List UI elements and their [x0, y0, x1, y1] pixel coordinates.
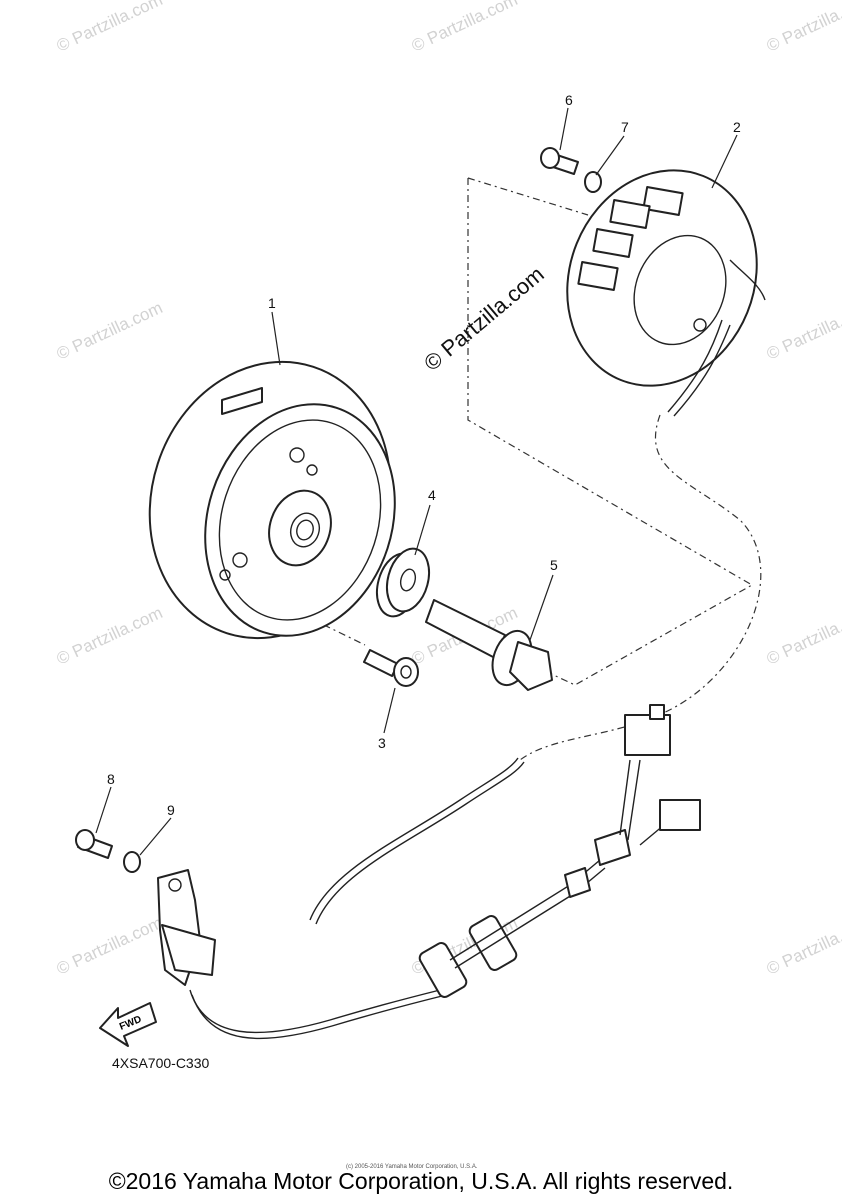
- watermark: © Partzilla.com: [764, 913, 842, 979]
- watermark: © Partzilla.com: [54, 0, 166, 56]
- callout-9: 9: [167, 802, 175, 818]
- connector-lower: [659, 799, 701, 831]
- pickup-screw: [75, 829, 113, 859]
- callout-8: 8: [107, 771, 115, 787]
- connector-upper: [624, 714, 671, 756]
- stator-assembly: [566, 169, 766, 417]
- fine-print: (c) 2005-2016 Yamaha Motor Corporation, …: [346, 1164, 478, 1170]
- assembly-outline-top: [467, 177, 589, 216]
- pickup-coil-harness: [157, 704, 701, 1040]
- bolt-small: [363, 649, 419, 687]
- flywheel-rotor: [148, 360, 396, 640]
- callout-5: 5: [550, 557, 558, 573]
- flange-bolt: [425, 599, 553, 691]
- forward-arrow-icon: FWD: [99, 1002, 157, 1047]
- callout-2: 2: [733, 119, 741, 135]
- wire-route: [519, 414, 762, 761]
- stator-screw: [540, 147, 579, 175]
- copyright-notice: ©2016 Yamaha Motor Corporation, U.S.A. A…: [108, 1168, 734, 1194]
- leader-lines: [95, 107, 738, 856]
- watermark: © Partzilla.com: [409, 0, 521, 56]
- callout-1: 1: [268, 295, 276, 311]
- washer-large: [375, 547, 431, 618]
- watermark: © Partzilla.com: [54, 298, 166, 364]
- callout-6: 6: [565, 92, 573, 108]
- watermark: © Partzilla.com: [764, 0, 842, 56]
- callout-4: 4: [428, 487, 436, 503]
- stator-washer: [584, 171, 602, 193]
- watermark: © Partzilla.com: [764, 603, 842, 669]
- watermark: © Partzilla.com: [764, 298, 842, 364]
- watermark-main: © Partzilla.com: [419, 261, 549, 375]
- callout-3: 3: [378, 735, 386, 751]
- watermark: © Partzilla.com: [54, 603, 166, 669]
- watermark: © Partzilla.com: [54, 913, 166, 979]
- callout-7: 7: [621, 119, 629, 135]
- pickup-washer: [123, 851, 141, 873]
- diagram-code: 4XSA700-C330: [112, 1055, 210, 1071]
